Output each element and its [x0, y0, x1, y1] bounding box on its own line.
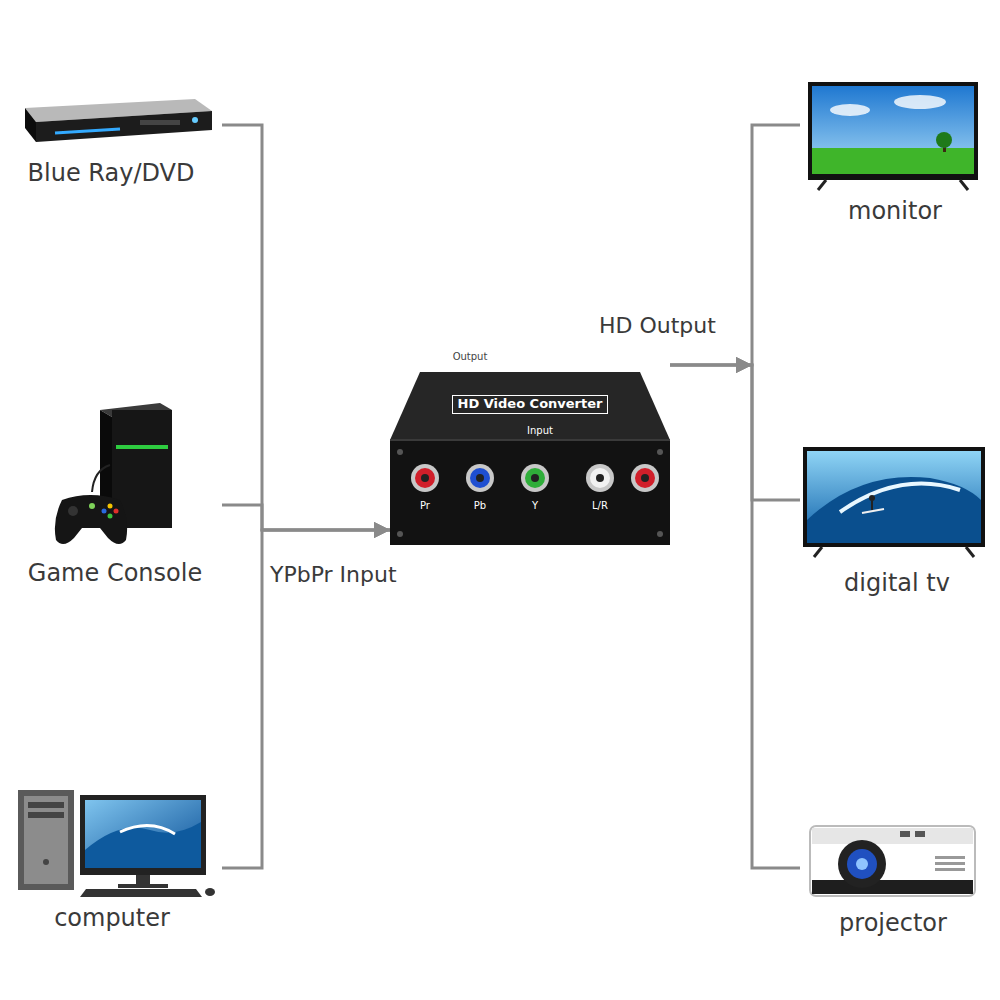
arrowhead — [736, 357, 752, 373]
rca-port — [586, 464, 614, 492]
device-label: Blue Ray/DVD — [28, 160, 195, 188]
rca-port — [411, 464, 439, 492]
converter-box: HD Video Converter OutputInputPr Pb Y L/R — [390, 345, 670, 550]
arrowhead — [736, 357, 752, 373]
computer-icon — [18, 790, 215, 897]
connector-line — [670, 365, 800, 500]
output-device: digital tv — [800, 443, 990, 603]
connector — [670, 357, 800, 868]
source-device: Game Console — [15, 400, 222, 595]
source-device: Blue Ray/DVD — [15, 92, 222, 192]
digital-tv-icon — [803, 447, 985, 557]
monitor-icon — [808, 82, 978, 190]
connector — [222, 125, 390, 538]
connector-line — [222, 125, 390, 530]
device-label: digital tv — [844, 570, 950, 598]
device-label: monitor — [848, 198, 942, 226]
arrowhead — [736, 357, 752, 373]
port-label: Y — [532, 500, 538, 512]
product-label: HD Video Converter — [452, 395, 609, 414]
port-label: Pr — [420, 500, 430, 512]
arrowhead — [374, 522, 390, 538]
source-device: computer — [15, 785, 222, 935]
output-device: projector — [800, 812, 980, 942]
arrowhead — [374, 522, 390, 538]
device-label: Game Console — [28, 560, 202, 588]
bluray-player-icon — [25, 99, 212, 142]
port-label: Output — [453, 351, 488, 363]
arrowhead — [374, 522, 390, 538]
connector-line — [670, 365, 800, 868]
rca-port — [466, 464, 494, 492]
device-label: projector — [839, 910, 947, 938]
device-label: computer — [54, 905, 170, 933]
port-label: Pb — [474, 500, 486, 512]
rca-port — [521, 464, 549, 492]
output-device: monitor — [800, 78, 985, 233]
port-label: Input — [527, 425, 553, 437]
connector — [222, 505, 390, 538]
game-console-icon — [55, 403, 172, 544]
port-label: L/R — [592, 500, 608, 512]
hd-video-converter-illustration — [390, 372, 670, 545]
connector — [670, 357, 800, 500]
projector-icon — [810, 826, 975, 896]
rca-port — [631, 464, 659, 492]
edge-label: YPbPr Input — [268, 562, 399, 587]
edge-label: HD Output — [597, 313, 718, 338]
connector-line — [222, 505, 390, 530]
